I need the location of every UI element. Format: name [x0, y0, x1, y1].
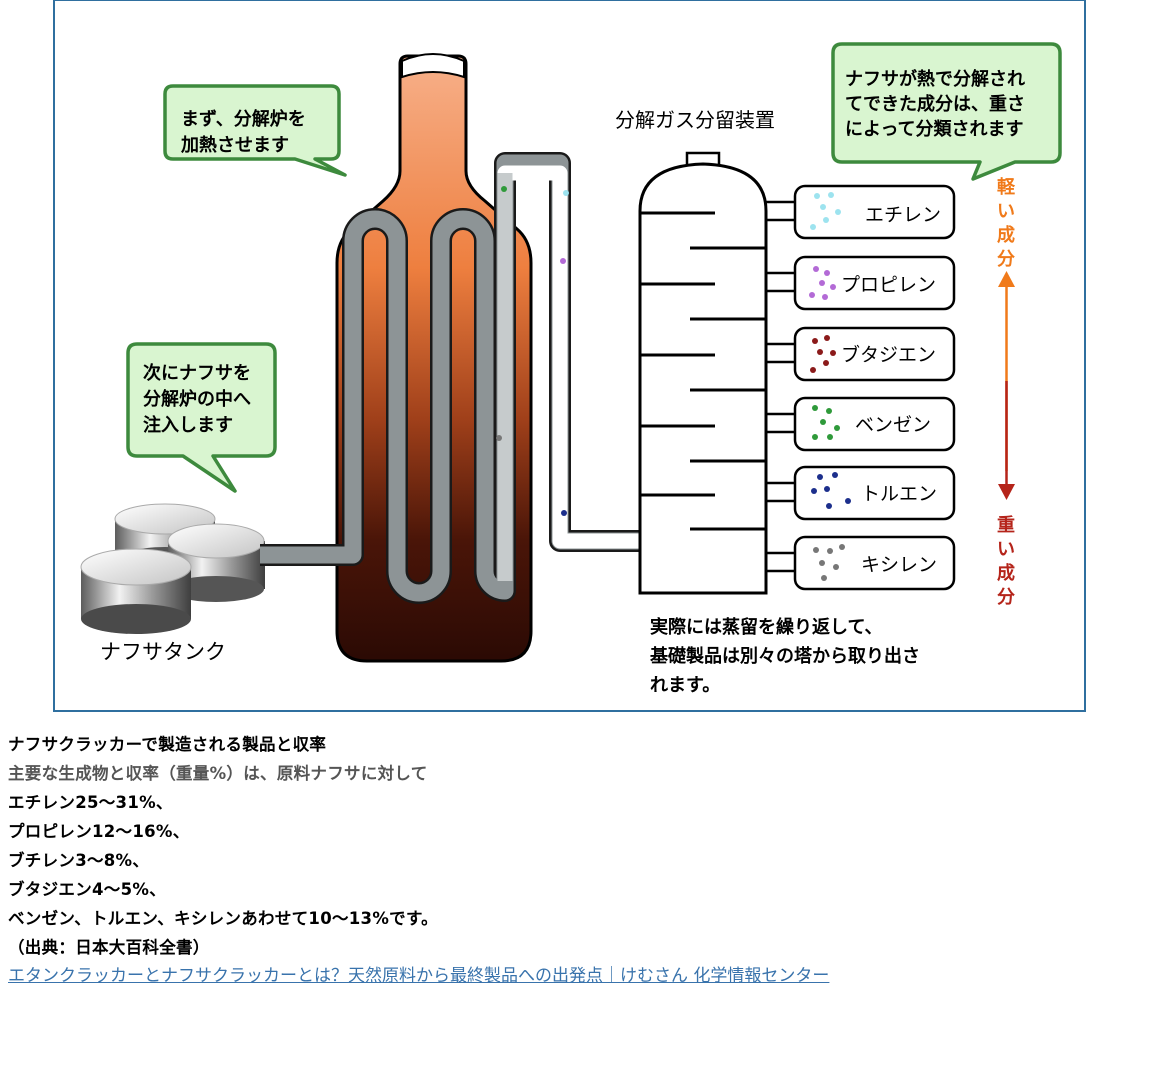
caption-block: ナフサクラッカーで製造される製品と収率 主要な生成物と収率（重量%）は、原料ナフ… — [8, 730, 1158, 991]
svg-text:によって分類されます: によって分類されます — [845, 119, 1024, 140]
distillation-tower — [638, 151, 768, 595]
product-label-toluene: トルエン — [861, 483, 937, 505]
svg-text:てできた成分は、重さ: てできた成分は、重さ — [845, 93, 1025, 115]
svg-text:注入します: 注入します — [143, 414, 233, 436]
caption-line-btx: ベンゼン、トルエン、キシレンあわせて10～13%です。 — [8, 909, 438, 928]
product-label-propylene: プロピレン — [841, 274, 936, 296]
tower-title: 分解ガス分留装置 — [615, 108, 775, 132]
svg-text:次にナフサを: 次にナフサを — [143, 362, 251, 384]
product-benzene: ベンゼン — [766, 396, 956, 452]
svg-text:加熱させます: 加熱させます — [180, 134, 289, 156]
caption-line-butylene: ブチレン3～8%、 — [8, 851, 150, 870]
note-text: 実際には蒸留を繰り返して、 基礎製品は別々の塔から取り出さ れます。 — [649, 616, 920, 696]
svg-text:成: 成 — [997, 224, 1015, 246]
naphtha-tanks — [80, 503, 265, 634]
diagram-svg: ナフサタンク 分解ガス分留装置 — [80, 42, 1062, 696]
svg-text:分: 分 — [997, 587, 1015, 608]
product-label-xylene: キシレン — [861, 554, 937, 576]
caption-line-ethylene: エチレン25～31%、 — [8, 793, 173, 812]
product-label-butadiene: ブタジエン — [841, 343, 936, 366]
product-butadiene: ブタジエン — [766, 326, 956, 382]
source-link[interactable]: エタンクラッカーとナフサクラッカーとは？天然原料から最終製品への出発点｜けむさん… — [8, 966, 830, 986]
caption-line-butadiene: ブタジエン4～5%、 — [8, 880, 166, 899]
bubble-sort: ナフサが熱で分解され てできた成分は、重さ によって分類されます — [831, 42, 1062, 181]
svg-text:分解炉の中へ: 分解炉の中へ — [143, 388, 251, 410]
product-xylene: キシレン — [766, 535, 956, 591]
product-outlets: エチレン プロピレン ブタジエン ベンゼン — [766, 184, 956, 591]
svg-text:い: い — [997, 539, 1015, 560]
svg-text:重: 重 — [997, 514, 1015, 536]
product-label-ethylene: エチレン — [865, 204, 941, 226]
svg-text:軽: 軽 — [997, 176, 1016, 198]
caption-line-propylene: プロピレン12～16%、 — [8, 822, 190, 841]
product-ethylene: エチレン — [766, 184, 956, 240]
bubble-inject: 次にナフサを 分解炉の中へ 注入します — [126, 342, 277, 493]
weight-scale: 軽 い 成 分 重 い 成 分 — [997, 176, 1016, 608]
product-toluene: トルエン — [766, 465, 956, 521]
tank-front — [80, 548, 192, 634]
bubble-heat: まず、分解炉を 加熱させます — [163, 84, 347, 177]
product-label-benzene: ベンゼン — [855, 414, 931, 436]
svg-text:ナフサが熱で分解され: ナフサが熱で分解され — [845, 68, 1025, 90]
caption-intro: 主要な生成物と収率（重量%）は、原料ナフサに対して — [8, 764, 428, 783]
caption-source: （出典：日本大百科全書） — [8, 938, 210, 957]
svg-text:れます。: れます。 — [650, 675, 720, 696]
svg-text:分: 分 — [997, 249, 1015, 270]
svg-text:実際には蒸留を繰り返して、: 実際には蒸留を繰り返して、 — [650, 616, 883, 638]
serpentine-tube — [260, 152, 670, 604]
product-propylene: プロピレン — [766, 255, 956, 311]
svg-text:基礎製品は別々の塔から取り出さ: 基礎製品は別々の塔から取り出さ — [649, 645, 920, 667]
svg-text:い: い — [997, 201, 1015, 222]
svg-text:まず、分解炉を: まず、分解炉を — [181, 108, 306, 130]
caption-title: ナフサクラッカーで製造される製品と収率 — [8, 735, 327, 754]
cracker-diagram: ナフサタンク 分解ガス分留装置 — [53, 0, 1086, 712]
tank-label: ナフサタンク — [100, 640, 226, 664]
svg-text:成: 成 — [997, 562, 1015, 584]
